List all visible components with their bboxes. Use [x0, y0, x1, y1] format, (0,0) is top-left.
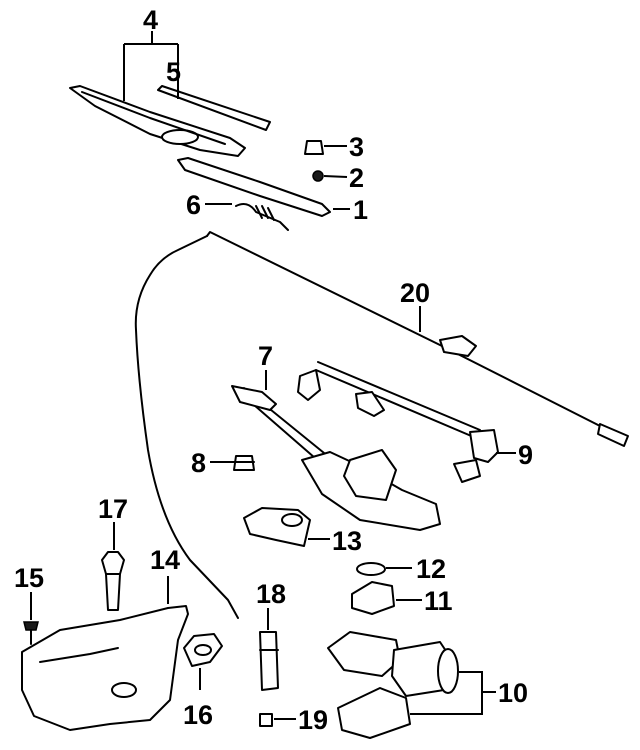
callout-16: 16	[183, 700, 213, 730]
wiper-motor	[327, 631, 459, 739]
callout-labels: 4 5 3 2 6 1 20 7 8 9 17 13 14 12 15 18 1…	[14, 5, 533, 735]
washer-pump-lower	[259, 631, 279, 691]
motor-bracket	[351, 581, 395, 615]
callout-13: 13	[332, 526, 362, 556]
washer-hose	[134, 231, 629, 619]
callout-14: 14	[150, 545, 180, 575]
wiper-pivot	[453, 429, 499, 483]
wiper-blade-assembly	[69, 85, 246, 157]
callout-15: 15	[14, 563, 44, 593]
callout-17: 17	[98, 494, 128, 524]
small-grommet	[259, 713, 273, 727]
callout-12: 12	[416, 554, 446, 584]
cowl-seal	[243, 507, 311, 547]
wiper-blade-refill	[157, 85, 271, 131]
callout-2: 2	[349, 163, 364, 193]
wiper-arm-nut	[312, 170, 324, 182]
wiper-linkage	[231, 361, 481, 479]
callout-10: 10	[498, 678, 528, 708]
callout-8: 8	[191, 448, 206, 478]
callout-1: 1	[353, 195, 368, 225]
gasket	[356, 562, 386, 576]
callout-7: 7	[258, 341, 273, 371]
callout-18: 18	[256, 579, 286, 609]
callout-3: 3	[349, 132, 364, 162]
callout-20: 20	[400, 278, 430, 308]
callout-19: 19	[298, 705, 328, 735]
callout-9: 9	[518, 440, 533, 470]
washer-pump	[101, 551, 125, 611]
callout-5: 5	[166, 57, 181, 87]
reservoir-cap	[183, 633, 223, 667]
wiper-arm-cap	[304, 140, 324, 155]
wiper-arm	[177, 157, 331, 217]
grommet	[233, 455, 255, 471]
callout-4: 4	[143, 5, 158, 35]
callout-11: 11	[424, 586, 453, 616]
wiper-arm-spring	[235, 203, 289, 231]
callout-6: 6	[186, 190, 201, 220]
callout-pointers	[30, 31, 516, 720]
screw	[23, 621, 39, 645]
motor-mount-bracket	[301, 449, 441, 531]
washer-reservoir	[21, 605, 189, 731]
